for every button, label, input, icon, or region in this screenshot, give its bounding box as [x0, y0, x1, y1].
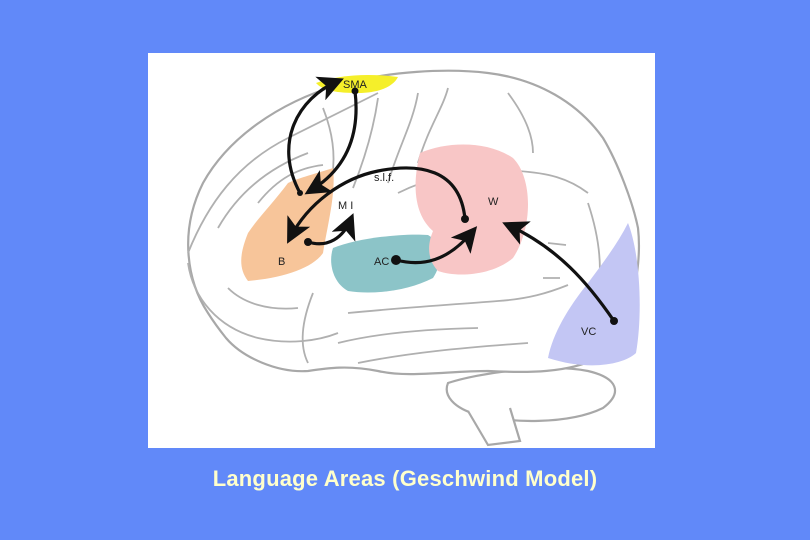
label-motor: M I	[338, 200, 353, 212]
label-sma: SMA	[343, 79, 368, 91]
label-auditory: AC	[374, 256, 389, 268]
label-broca: B	[278, 256, 285, 268]
diagram-panel: SMA B M I s.l.f. W AC VC	[148, 53, 655, 448]
label-wernicke: W	[488, 196, 499, 208]
label-slf: s.l.f.	[374, 172, 394, 184]
slide-caption: Language Areas (Geschwind Model)	[212, 466, 598, 491]
label-visual: VC	[581, 326, 596, 338]
region-wernicke	[415, 144, 528, 275]
region-auditory	[331, 234, 440, 293]
connection-arrows	[287, 76, 616, 322]
brain-diagram: SMA B M I s.l.f. W AC VC	[187, 69, 641, 447]
connection-origins	[297, 87, 618, 325]
